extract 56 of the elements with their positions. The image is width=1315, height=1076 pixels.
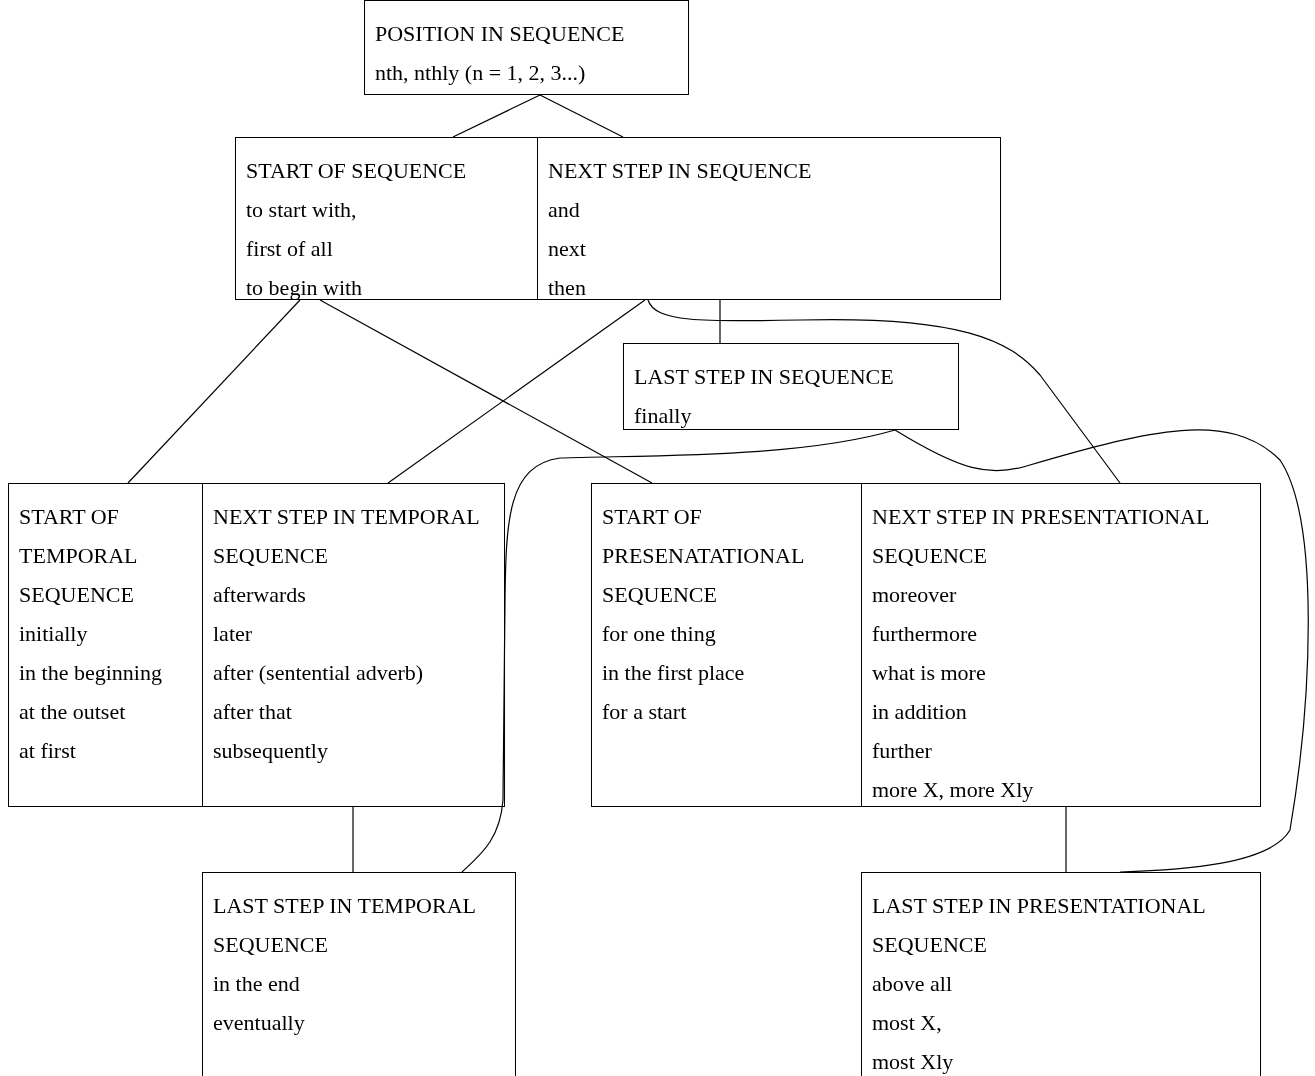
phrase: first of all — [246, 235, 334, 263]
phrase: what is more — [872, 659, 987, 687]
text-box — [364, 0, 689, 95]
phrase: after that — [213, 698, 293, 726]
phrase: at the outset — [19, 698, 127, 726]
connector-line — [894, 429, 1309, 873]
box-heading: POSITION IN SEQUENCE — [375, 20, 626, 48]
connector-line — [461, 429, 896, 873]
box-heading: NEXT STEP IN SEQUENCE — [548, 157, 813, 185]
phrase: in the beginning — [19, 659, 163, 687]
phrase: most X, — [872, 1009, 943, 1037]
phrase: then — [548, 274, 587, 302]
phrase: and — [548, 196, 581, 224]
connector-line — [452, 94, 541, 138]
phrase: eventually — [213, 1009, 306, 1037]
phrase: furthermore — [872, 620, 979, 648]
phrase: for one thing — [602, 620, 717, 648]
phrase: to start with, — [246, 196, 358, 224]
phrase: subsequently — [213, 737, 329, 765]
connector-line — [647, 299, 1121, 484]
box-heading: LAST STEP IN SEQUENCE — [634, 363, 895, 391]
box-heading: START OF SEQUENCE — [246, 157, 468, 185]
text-box — [202, 872, 516, 1076]
phrase: most Xly — [872, 1048, 955, 1076]
text-box — [235, 137, 538, 300]
text-box — [591, 483, 862, 807]
phrase: for a start — [602, 698, 688, 726]
connector-line — [719, 299, 721, 344]
connector-line — [539, 94, 624, 138]
text-box — [623, 343, 959, 430]
phrase: in addition — [872, 698, 968, 726]
text-box — [861, 483, 1261, 807]
phrase: after (sentential adverb) — [213, 659, 425, 687]
connector-line — [387, 299, 646, 484]
phrase: later — [213, 620, 254, 648]
phrase: initially — [19, 620, 89, 648]
phrase: more X, more Xly — [872, 776, 1035, 804]
phrase: above all — [872, 970, 954, 998]
phrase: finally — [634, 402, 693, 430]
phrase: to begin with — [246, 274, 364, 302]
text-box — [202, 483, 505, 807]
phrase: afterwards — [213, 581, 307, 609]
connector-line — [319, 299, 653, 484]
phrase: moreover — [872, 581, 958, 609]
text-box — [861, 872, 1261, 1076]
phrase: next — [548, 235, 587, 263]
connector-line — [127, 299, 301, 484]
phrase: in the end — [213, 970, 301, 998]
connector-line — [352, 806, 354, 873]
text-box — [8, 483, 203, 807]
phrase: in the first place — [602, 659, 746, 687]
connector-line — [1065, 806, 1067, 873]
phrase: at first — [19, 737, 77, 765]
text-box — [537, 137, 1001, 300]
phrase: nth, nthly (n = 1, 2, 3...) — [375, 59, 587, 87]
phrase: further — [872, 737, 933, 765]
